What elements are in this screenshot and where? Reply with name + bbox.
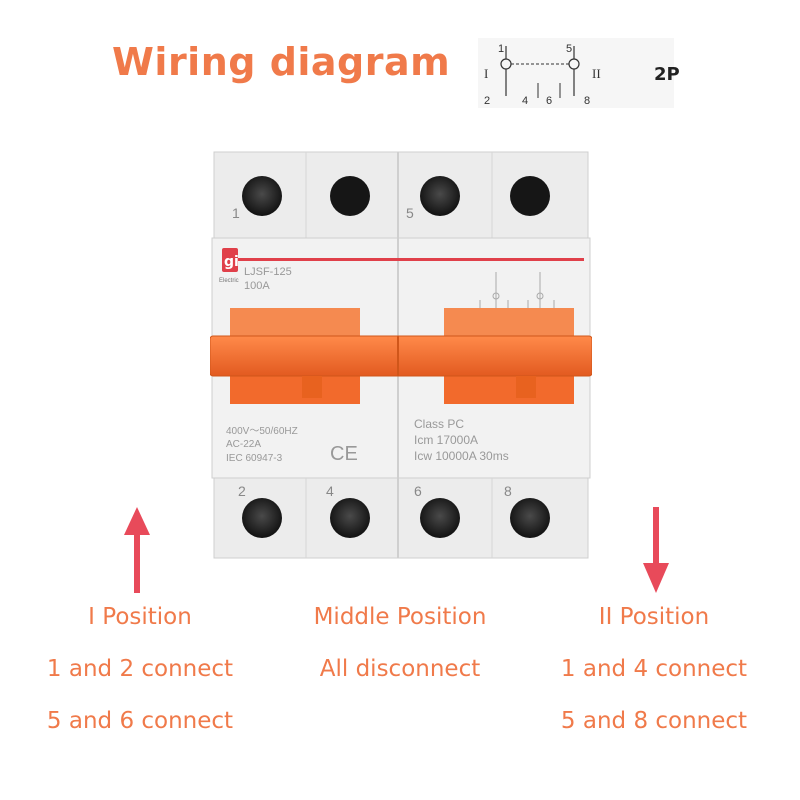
ce-mark: CE <box>330 443 358 465</box>
terminal-label-4: 4 <box>326 483 334 499</box>
schematic-roman-left: I <box>484 66 488 81</box>
terminal-label-8: 8 <box>504 483 512 499</box>
schematic-terminal-1: 1 <box>498 43 504 55</box>
arrow-down-icon <box>643 507 669 593</box>
schematic-terminal-5: 5 <box>566 43 572 55</box>
spec-voltage: 400V～50/60HZ <box>226 426 298 437</box>
position-middle-line-1: All disconnect <box>319 656 481 682</box>
model-number: LJSF-125 <box>244 266 292 278</box>
terminal-label-5: 5 <box>406 205 414 221</box>
terminal-label-6: 6 <box>414 483 422 499</box>
breaker-illustration: 1 5 gi Electric LJSF-125 100A 400V～50/60… <box>210 151 592 559</box>
spec-icw: Icw 10000A 30ms <box>414 449 509 463</box>
screw-top-6 <box>510 176 550 216</box>
arrow-up-icon <box>124 507 150 593</box>
schematic-terminal-6: 6 <box>546 95 552 107</box>
terminal-label-1: 1 <box>232 205 240 221</box>
screw-top-2 <box>330 176 370 216</box>
spec-class: Class PC <box>414 417 464 431</box>
switch-handle <box>210 335 592 377</box>
spec-icm: Icm 17000A <box>414 433 478 447</box>
schematic-drawing: 1 5 2 4 6 8 I II <box>484 43 601 107</box>
schematic-terminal-2: 2 <box>484 95 490 107</box>
panel-schematic <box>479 272 555 310</box>
brand-text: Electric <box>219 278 239 284</box>
pole-label: 2P <box>654 64 680 85</box>
screw-top-1 <box>242 176 282 216</box>
page-title: Wiring diagram <box>112 40 451 84</box>
screw-bottom-6 <box>420 498 460 538</box>
schematic-roman-right: II <box>592 66 601 81</box>
brand-logo: gi <box>222 248 239 272</box>
position-2-line-2: 5 and 8 connect <box>560 708 748 734</box>
terminal-label-2: 2 <box>238 483 246 499</box>
position-1-line-1: 1 and 2 connect <box>46 656 234 682</box>
screw-bottom-8 <box>510 498 550 538</box>
position-1-line-2: 5 and 6 connect <box>46 708 234 734</box>
position-2-title: II Position <box>598 604 710 630</box>
position-middle-title: Middle Position <box>313 604 487 630</box>
screw-top-5 <box>420 176 460 216</box>
wiring-schematic: 1 5 2 4 6 8 I II <box>478 38 674 108</box>
spec-standard: IEC 60947-3 <box>226 453 283 464</box>
schematic-terminal-8: 8 <box>584 95 590 107</box>
svg-text:gi: gi <box>224 254 239 270</box>
screw-bottom-4 <box>330 498 370 538</box>
position-2-line-1: 1 and 4 connect <box>560 656 748 682</box>
spec-category: AC-22A <box>226 439 261 450</box>
screw-bottom-2 <box>242 498 282 538</box>
schematic-terminal-4: 4 <box>522 95 528 107</box>
current-rating: 100A <box>244 280 270 292</box>
position-1-title: I Position <box>88 604 192 630</box>
